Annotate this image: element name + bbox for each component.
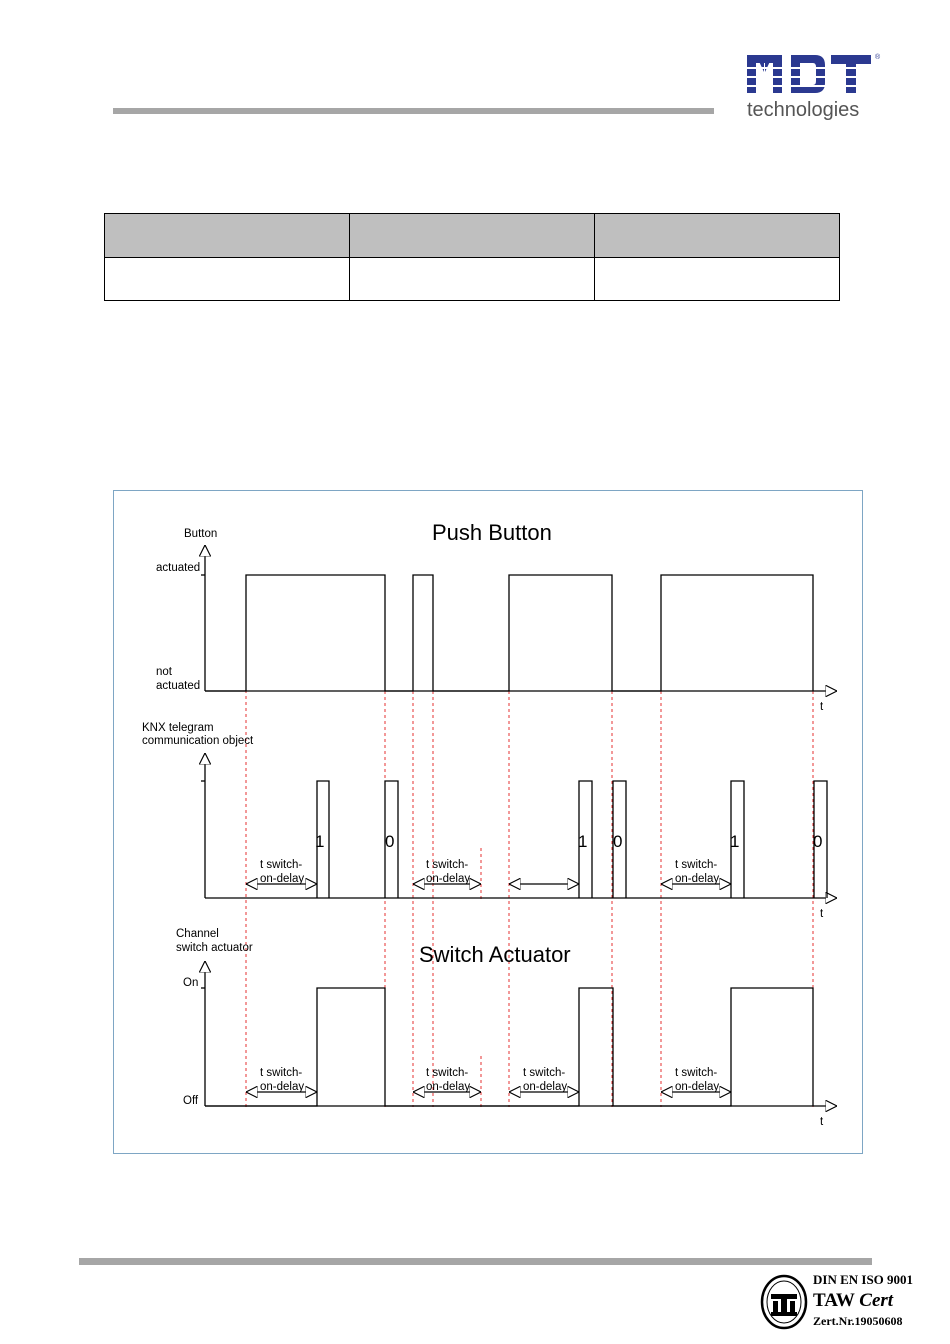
knx-telegram-1 — [730, 780, 745, 898]
delay-label: on-delay — [260, 1081, 304, 1093]
table-header-cell — [104, 213, 350, 258]
cert-iso-line: DIN EN ISO 9001 — [813, 1272, 914, 1287]
cert-taw-line: TAW Cert — [813, 1290, 893, 1312]
table-cell — [594, 257, 840, 301]
bit-label: 0 — [613, 832, 622, 851]
button-axis-label: Button — [184, 528, 217, 540]
table-header-cell — [349, 213, 595, 258]
knx-telegram-0 — [612, 780, 627, 898]
timing-diagram: Push Button Button actuated not actuated… — [113, 490, 863, 1154]
time-label: t — [820, 908, 824, 920]
table-cell — [349, 257, 595, 301]
delay-label: t switch- — [675, 1067, 717, 1079]
timing-guides — [245, 576, 814, 1107]
mdt-logo: ® technologies — [743, 50, 888, 122]
delay-label: t switch- — [260, 1067, 302, 1079]
switch-actuator-label: switch actuator — [176, 942, 253, 954]
button-waveform — [205, 574, 814, 692]
delay-label: on-delay — [675, 873, 719, 885]
time-label: t — [820, 701, 824, 713]
bit-label: 0 — [385, 832, 394, 851]
actuated-label: actuated — [156, 562, 200, 574]
off-label: Off — [183, 1095, 199, 1107]
header-rule — [113, 108, 714, 114]
delay-label: t switch- — [675, 859, 717, 871]
table-row — [104, 257, 840, 301]
delay-label: on-delay — [426, 1081, 470, 1093]
delay-label: t switch- — [426, 859, 468, 871]
bit-label: 1 — [578, 832, 587, 851]
cert-cert-text: Cert — [859, 1290, 894, 1311]
table-header-cell — [594, 213, 840, 258]
parameter-table — [104, 213, 840, 301]
not-actuated-label: actuated — [156, 680, 200, 692]
taw-cert-emblem — [760, 1274, 808, 1330]
knx-telegram-0 — [384, 780, 399, 898]
time-label: t — [820, 1116, 824, 1128]
bit-label: 1 — [315, 832, 324, 851]
delay-label: on-delay — [426, 873, 470, 885]
logo-subtitle: technologies — [747, 99, 859, 121]
delay-label: t switch- — [523, 1067, 565, 1079]
on-label: On — [183, 977, 198, 989]
knx-telegram-label: KNX telegram — [142, 722, 214, 734]
knx-telegram-0 — [813, 780, 828, 898]
not-label: not — [156, 666, 173, 678]
table-cell — [104, 257, 350, 301]
switch-actuator-title: Switch Actuator — [419, 942, 571, 967]
registered-mark: ® — [875, 53, 881, 61]
delay-label: on-delay — [523, 1081, 567, 1093]
bit-label: 0 — [813, 832, 822, 851]
cert-taw-text: TAW — [813, 1290, 860, 1311]
certification-badge: DIN EN ISO 9001 TAW Cert Zert.Nr.1905060… — [760, 1271, 930, 1331]
table-header-row — [104, 213, 840, 258]
timing-diagram-svg: Push Button Button actuated not actuated… — [142, 520, 837, 1128]
channel-label: Channel — [176, 928, 219, 940]
actuator-output — [205, 987, 814, 1107]
bit-label: 1 — [730, 832, 739, 851]
knx-telegram-1 — [316, 780, 330, 898]
cert-number: Zert.Nr.19050608 — [813, 1314, 903, 1328]
delay-label: on-delay — [260, 873, 304, 885]
footer-rule — [79, 1258, 872, 1265]
delay-label: t switch- — [426, 1067, 468, 1079]
delay-label: on-delay — [675, 1081, 719, 1093]
knx-telegram-1 — [578, 780, 593, 898]
communication-object-label: communication object — [142, 735, 254, 747]
push-button-title: Push Button — [432, 520, 552, 545]
delay-label: t switch- — [260, 859, 302, 871]
